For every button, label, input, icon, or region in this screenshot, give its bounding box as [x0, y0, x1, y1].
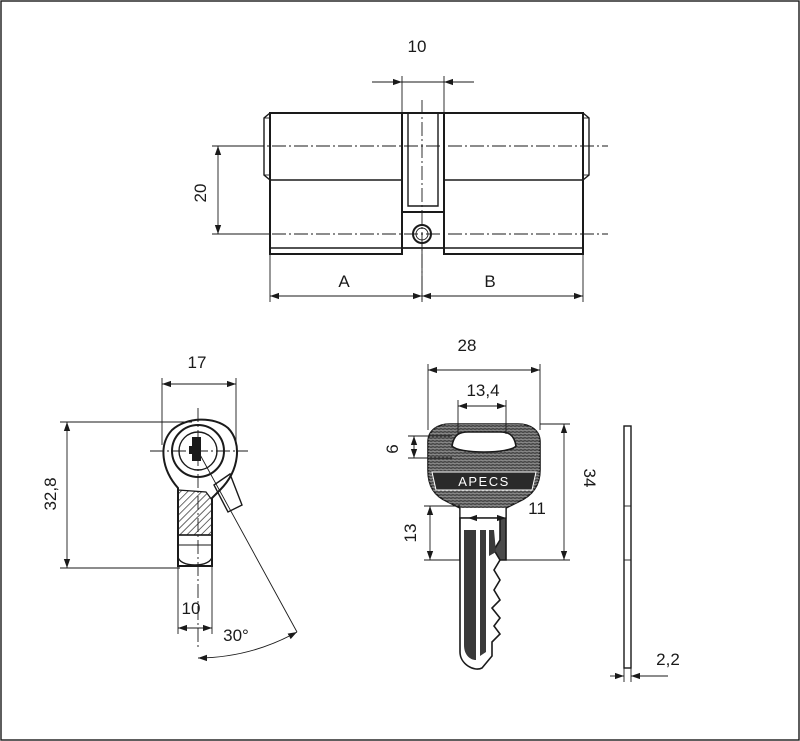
rotated-cam	[213, 472, 243, 513]
keyway	[192, 437, 201, 461]
dim-key-window-height-label: 6	[383, 444, 402, 453]
dim-profile-height-label: 32,8	[41, 477, 60, 510]
dim-profile-width-label: 17	[188, 353, 207, 372]
key-side-profile	[623, 425, 632, 669]
dim-key-shoulder-width-label: 11	[528, 499, 546, 518]
angle-arc	[197, 631, 298, 662]
dim-key-length-label: 34	[580, 469, 599, 488]
dim-key-blade-offset-label: 13	[401, 524, 420, 543]
dim-key-window-width-label: 13,4	[466, 381, 499, 400]
dim-length-b-label: B	[484, 272, 495, 291]
key-front-view: APECS 28 13,4 6 34 11 13	[383, 336, 599, 670]
key-head-window	[451, 431, 517, 453]
key-brand-logo: APECS	[458, 474, 510, 489]
dim-height-label: 20	[191, 184, 210, 203]
dim-cam-angle-label: 30°	[223, 626, 249, 645]
key-side-view: 2,2	[610, 425, 680, 682]
dim-key-head-width-label: 28	[458, 336, 477, 355]
profile-outline	[162, 418, 239, 567]
dim-cam-base-label: 10	[182, 599, 201, 618]
cylinder-right-body	[443, 112, 584, 255]
cylinder-front-view: 10 20 A B	[191, 37, 608, 302]
dim-length-a-label: A	[338, 272, 350, 291]
cylinder-profile-view: 17 32,8 10 30°	[41, 353, 298, 662]
dim-key-thickness-label: 2,2	[656, 650, 680, 669]
cam-slot	[401, 113, 445, 213]
cylinder-left-body	[269, 112, 403, 255]
dim-cam-width-label: 10	[408, 37, 427, 56]
